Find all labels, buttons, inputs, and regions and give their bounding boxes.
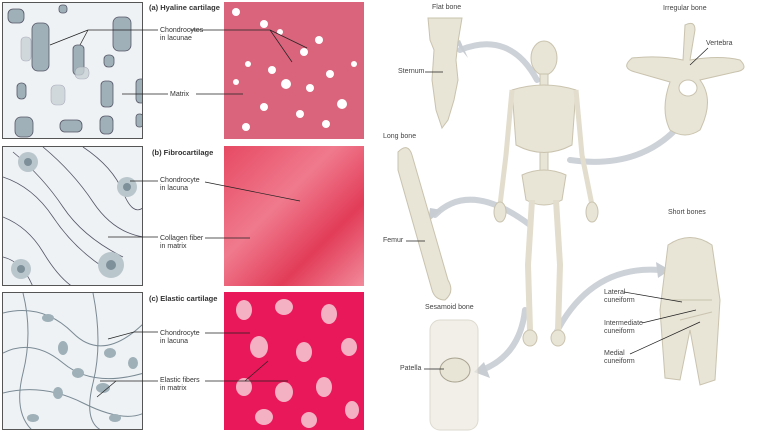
fibrocartilage-micrograph bbox=[224, 146, 364, 286]
elastic-drawing bbox=[2, 292, 143, 430]
hyaline-label-chondrocytes: Chondrocytes in lacunae bbox=[160, 27, 204, 42]
arrow-to-femur bbox=[432, 196, 533, 228]
sesamoid-bone-title: Sesamoid bone bbox=[425, 304, 474, 311]
flat-bone-title: Flat bone bbox=[432, 4, 462, 11]
intermediate-cuneiform-label: Intermediate cuneiform bbox=[604, 320, 643, 335]
hyaline-label-matrix: Matrix bbox=[170, 91, 190, 98]
cartilage-leader-lines bbox=[49, 29, 308, 398]
long-bone-title: Long bone bbox=[383, 133, 417, 140]
elastic-title: (c) Elastic cartilage bbox=[149, 294, 218, 303]
arrow-to-patella bbox=[479, 307, 528, 373]
sternum-bone bbox=[427, 17, 463, 130]
irregular-bone-title: Irregular bone bbox=[663, 5, 707, 12]
femur-label: Femur bbox=[383, 237, 404, 244]
hyaline-micrograph bbox=[224, 2, 364, 139]
femur-bone bbox=[397, 147, 452, 301]
elastic-label-fibers: Elastic fibers in matrix bbox=[160, 377, 200, 392]
fibrocartilage-label-collagen: Collagen fiber in matrix bbox=[160, 235, 204, 250]
arrow-to-foot bbox=[552, 266, 663, 338]
short-bones-title: Short bones bbox=[668, 209, 706, 216]
hyaline-title: (a) Hyaline cartilage bbox=[149, 3, 220, 12]
vertebra-bone bbox=[626, 22, 745, 136]
hyaline-drawing bbox=[2, 2, 143, 139]
arrow-to-sternum bbox=[457, 41, 540, 83]
elastic-label-chondrocyte: Chondrocyte in lacuna bbox=[160, 330, 200, 345]
elastic-micrograph bbox=[224, 292, 364, 430]
vertebra-label: Vertebra bbox=[706, 40, 733, 47]
fibrocartilage-title: (b) Fibrocartilage bbox=[152, 148, 214, 157]
medial-cuneiform-label: Medial cuneiform bbox=[604, 350, 635, 365]
patella-label: Patella bbox=[400, 365, 422, 372]
lateral-cuneiform-label: Lateral cuneiform bbox=[604, 289, 635, 304]
fibrocartilage-label-chondrocyte: Chondrocyte in lacuna bbox=[160, 177, 200, 192]
fibrocartilage-drawing bbox=[2, 146, 143, 286]
patella-knee bbox=[429, 319, 479, 431]
sternum-label: Sternum bbox=[398, 68, 425, 75]
